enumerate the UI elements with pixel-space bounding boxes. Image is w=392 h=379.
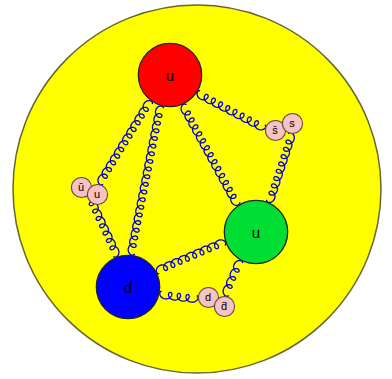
gluon-line: [98, 101, 152, 185]
quark-label: s: [289, 118, 295, 129]
sea-quark: s: [282, 113, 303, 134]
gluon-line: [128, 106, 163, 255]
quark-label: d: [205, 292, 211, 303]
proton-body: [13, 5, 381, 373]
quark-label: u: [252, 225, 260, 240]
gluon-line: [267, 133, 295, 203]
gluon-line: [86, 194, 119, 257]
gluon-line: [160, 291, 198, 302]
gluon-line: [197, 91, 266, 130]
gluon-line: [181, 104, 240, 205]
sea-quark: u: [87, 184, 108, 205]
quark: u: [223, 199, 289, 265]
quark-label: u: [94, 189, 100, 200]
quark-label: d: [124, 280, 132, 295]
gluon-line: [223, 260, 242, 296]
quark: d: [95, 254, 161, 320]
quark-label: s̄: [272, 125, 278, 136]
quark-label: u: [166, 68, 174, 83]
quark-label: d̄: [221, 301, 227, 312]
quark-label: ū: [78, 182, 84, 193]
quark: u: [137, 42, 203, 108]
gluon-line: [156, 240, 225, 274]
sea-antiquark: d̄: [214, 296, 235, 317]
